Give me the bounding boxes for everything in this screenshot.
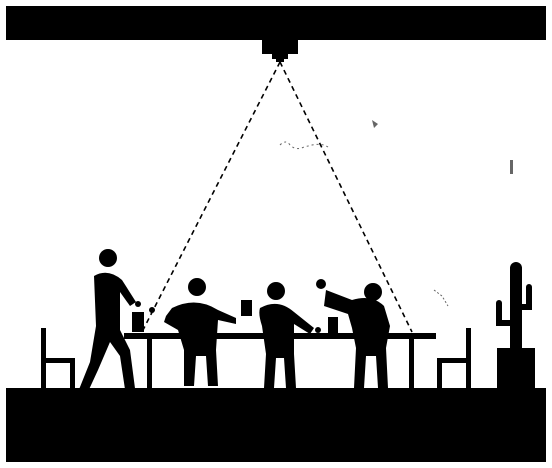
floor <box>6 388 546 462</box>
seated-person-left <box>149 278 236 386</box>
background-specks <box>280 120 513 306</box>
ceiling-mounted-camera <box>262 40 298 62</box>
cup-middle-left <box>241 300 252 316</box>
ceiling <box>6 6 546 40</box>
cup-left <box>132 312 144 332</box>
cup-middle-right <box>328 317 338 333</box>
cactus-plant <box>496 262 535 390</box>
right-chair <box>437 328 471 390</box>
left-chair <box>41 328 75 390</box>
standing-person <box>78 249 141 396</box>
